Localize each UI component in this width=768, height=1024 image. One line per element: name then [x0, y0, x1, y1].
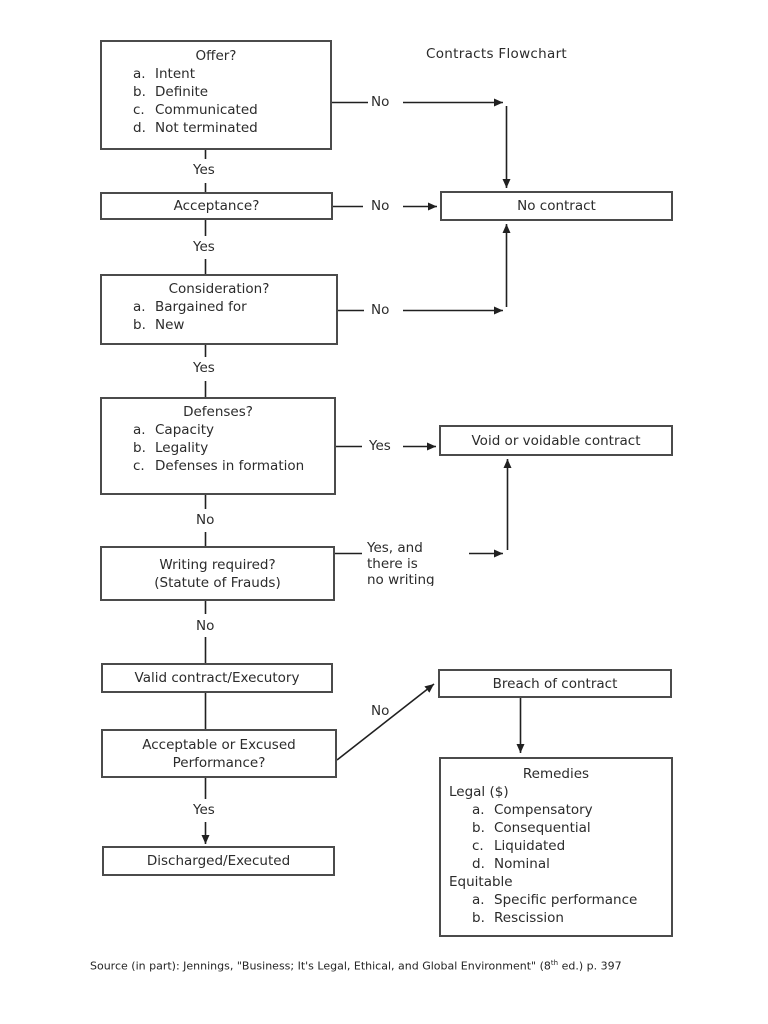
- list-item: a.Bargained for: [133, 299, 247, 315]
- page-title: Contracts Flowchart: [426, 46, 568, 62]
- node-breach: Breach of contract: [438, 669, 672, 698]
- node-void-contract: Void or voidable contract: [439, 425, 673, 456]
- list-item: a.Capacity: [133, 422, 214, 438]
- node-acceptance-title: Acceptance?: [173, 198, 260, 214]
- edge-label-acceptance-yes: Yes: [193, 239, 215, 255]
- edge-label-line: no writing: [367, 572, 435, 586]
- node-no-contract: No contract: [440, 191, 673, 221]
- node-offer-title: Offer?: [195, 48, 237, 64]
- edge-label-writing-no: No: [196, 618, 215, 634]
- node-writing-line2: (Statute of Frauds): [154, 574, 281, 591]
- node-performance: Acceptable or Excused Performance?: [101, 729, 337, 778]
- source-citation: Source (in part): Jennings, "Business; I…: [90, 959, 622, 973]
- node-remedies-title: Remedies: [522, 766, 590, 782]
- node-acceptance: Acceptance?: [100, 192, 333, 220]
- node-defenses: Defenses? a.Capacity b.Legality c.Defens…: [100, 397, 336, 495]
- node-valid-contract: Valid contract/Executory: [101, 663, 333, 693]
- node-consideration-title: Consideration?: [168, 281, 270, 297]
- node-breach-title: Breach of contract: [492, 675, 618, 692]
- list-item: c.Liquidated: [472, 838, 566, 854]
- node-performance-line2: Performance?: [172, 754, 266, 771]
- node-discharged-title: Discharged/Executed: [146, 853, 291, 869]
- remedies-equitable-heading: Equitable: [449, 874, 513, 890]
- edge-label-writing-yes: Yes, and there is no writing: [367, 540, 445, 586]
- source-citation-tail: ed.) p. 397: [558, 959, 622, 973]
- edge-label-acceptance-no: No: [371, 198, 390, 214]
- edge-label-line: Yes, and: [367, 540, 423, 556]
- node-writing-required: Writing required? (Statute of Frauds): [100, 546, 335, 601]
- node-void-contract-title: Void or voidable contract: [471, 432, 641, 449]
- list-item: a.Intent: [133, 66, 195, 82]
- edge-label-defenses-yes: Yes: [369, 438, 391, 454]
- node-defenses-title: Defenses?: [183, 404, 253, 420]
- list-item: d.Not terminated: [133, 120, 258, 136]
- list-item: b.Definite: [133, 84, 209, 100]
- edge-label-offer-yes: Yes: [193, 162, 215, 178]
- node-remedies: Remedies Legal ($) a.Compensatory b.Cons…: [439, 757, 673, 937]
- edge-label-performance-yes: Yes: [193, 802, 215, 818]
- list-item: b.Consequential: [472, 820, 591, 836]
- node-writing-line1: Writing required?: [159, 556, 276, 573]
- list-item: a.Compensatory: [472, 802, 593, 818]
- list-item: b.Legality: [133, 440, 209, 456]
- edge-label-performance-no: No: [371, 703, 390, 719]
- list-item: c.Communicated: [133, 102, 258, 118]
- source-citation-text: Source (in part): Jennings, "Business; I…: [90, 959, 551, 973]
- edge-label-consideration-yes: Yes: [193, 360, 215, 376]
- node-no-contract-title: No contract: [517, 198, 596, 214]
- list-item: a.Specific performance: [472, 892, 638, 908]
- edge-label-line: there is: [367, 556, 418, 572]
- list-item: d.Nominal: [472, 856, 550, 872]
- source-citation-superscript: th: [550, 959, 559, 967]
- node-consideration: Consideration? a.Bargained for b.New: [100, 274, 338, 345]
- node-offer: Offer? a.Intent b.Definite c.Communicate…: [100, 40, 332, 150]
- list-item: c.Defenses in formation: [133, 458, 305, 474]
- list-item: b.Rescission: [472, 910, 564, 926]
- node-valid-contract-title: Valid contract/Executory: [134, 670, 300, 686]
- edge-label-consideration-no: No: [371, 302, 390, 318]
- node-performance-line1: Acceptable or Excused: [142, 736, 296, 753]
- edge-label-defenses-no: No: [196, 512, 215, 528]
- list-item: b.New: [133, 317, 185, 333]
- node-discharged: Discharged/Executed: [102, 846, 335, 876]
- remedies-legal-heading: Legal ($): [449, 784, 509, 800]
- edge-label-offer-no: No: [371, 94, 390, 110]
